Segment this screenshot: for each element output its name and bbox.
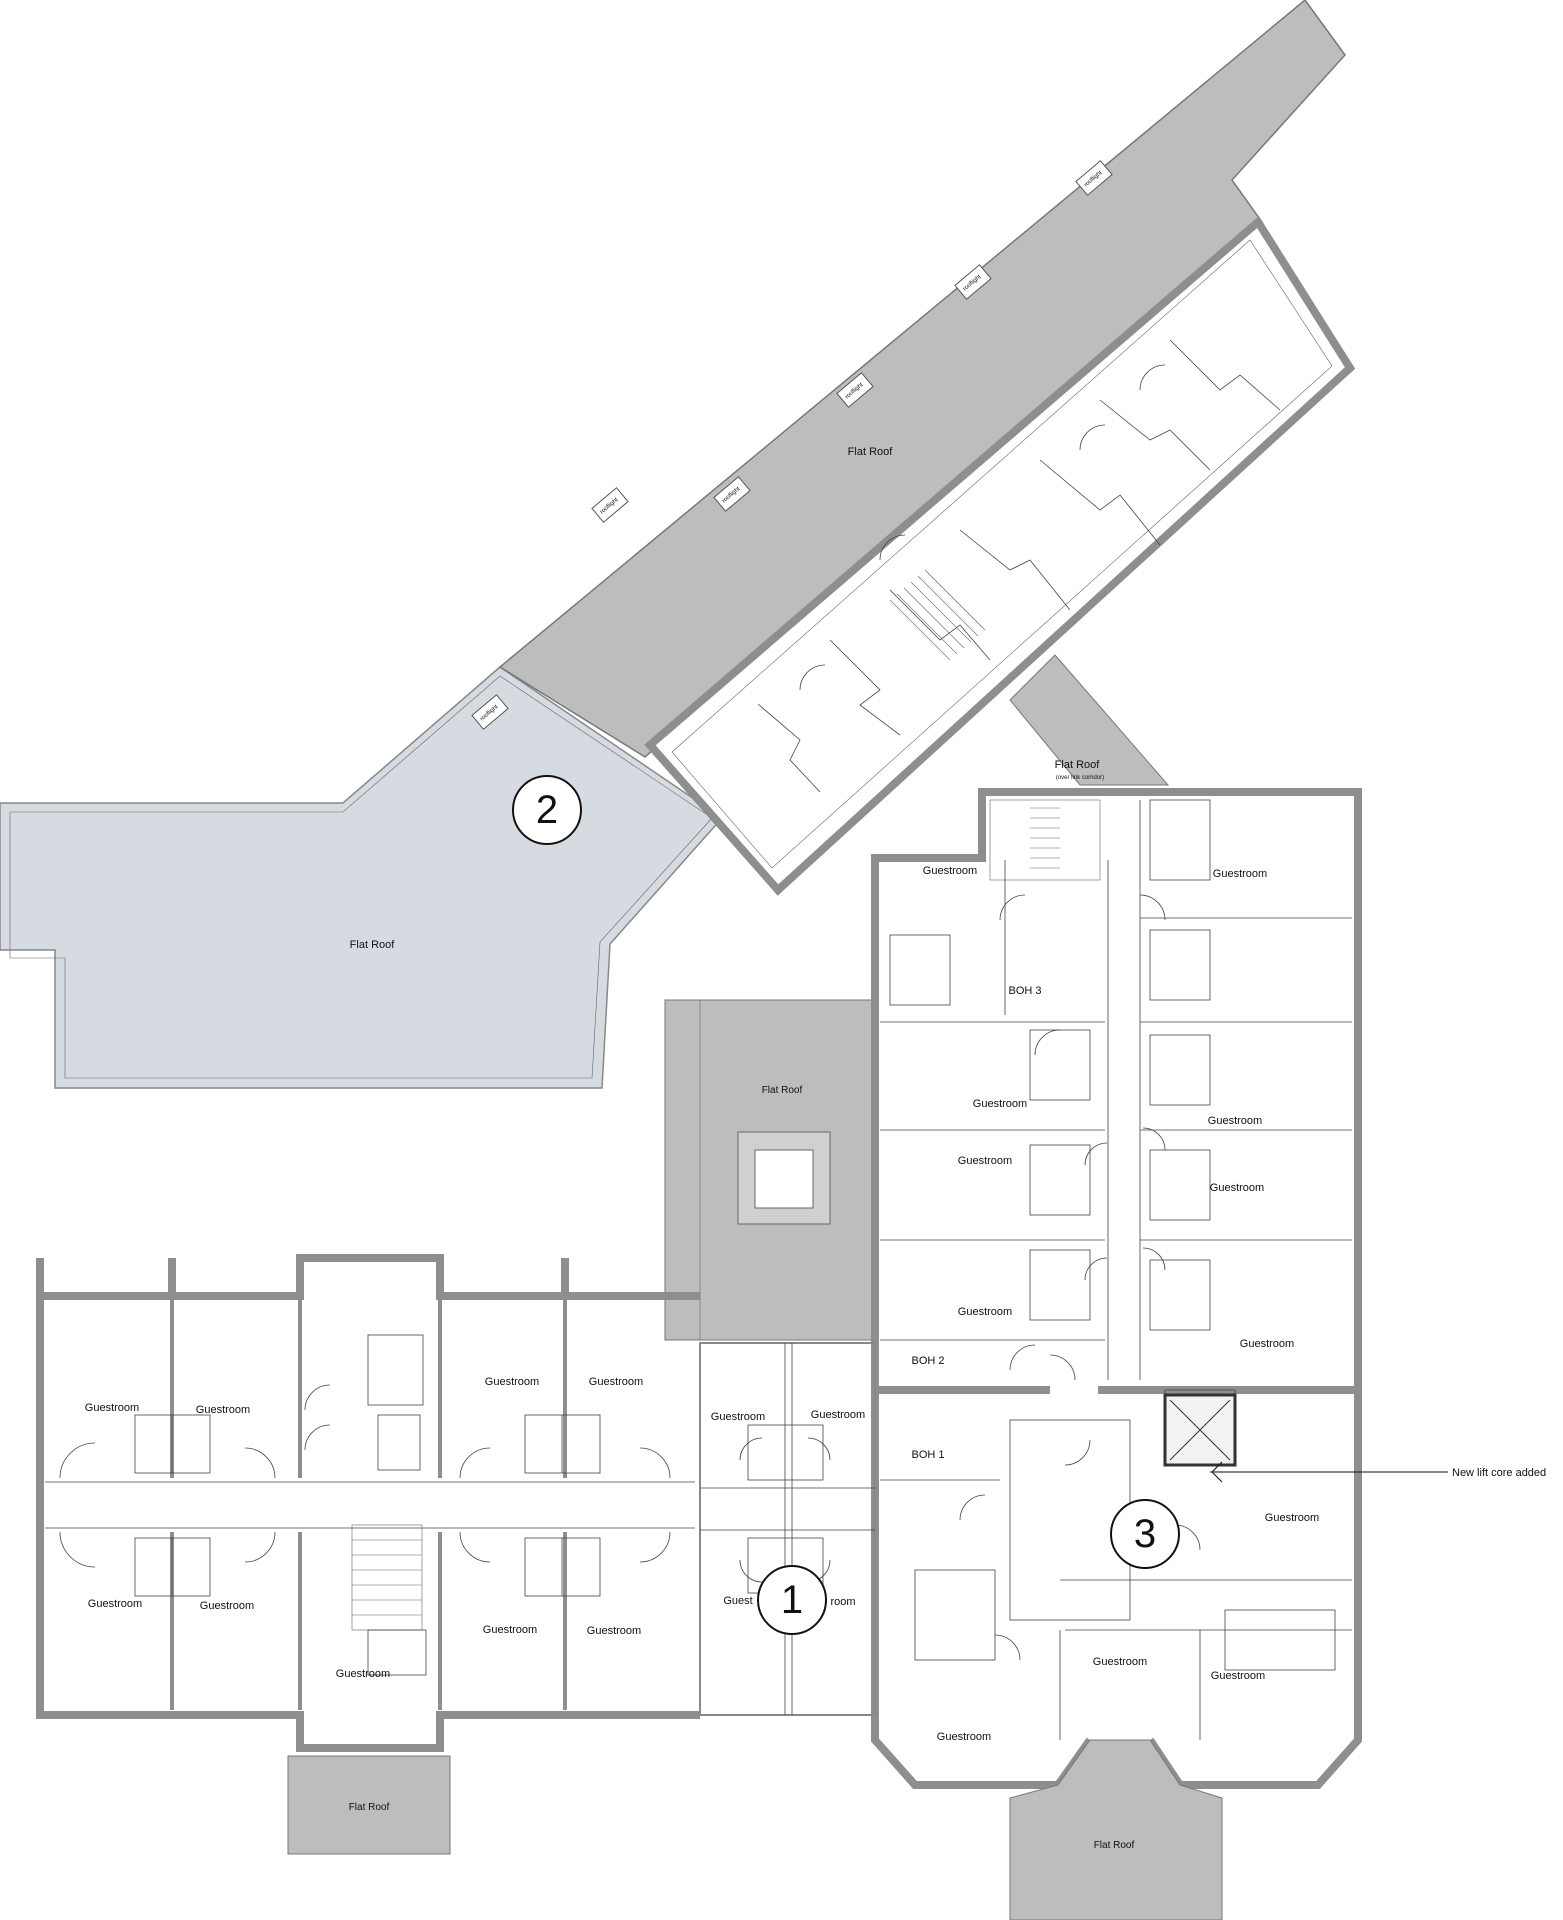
flat-roof-label: Flat Roof — [349, 1802, 390, 1813]
diagonal-wing-building — [644, 215, 1356, 896]
room-label: Guestroom — [483, 1624, 537, 1636]
room-label: Guestroom — [958, 1306, 1012, 1318]
room-label: BOH 2 — [911, 1355, 944, 1367]
flat-roof-label: Flat Roof — [1094, 1840, 1135, 1851]
flat-roof-label: Flat Roof — [1055, 759, 1101, 771]
room-label: Guestroom — [200, 1600, 254, 1612]
marker-2: 2 — [512, 775, 582, 845]
marker-1: 1 — [757, 1565, 827, 1635]
room-label: Guestroom — [88, 1598, 142, 1610]
flat-roof-label: Flat Roof — [848, 446, 894, 458]
room-label: Guestroom — [587, 1625, 641, 1637]
room-label: Guestroom — [1211, 1670, 1265, 1682]
flat-roof-label: Flat Roof — [762, 1085, 803, 1096]
room-label: Guestroom — [973, 1098, 1027, 1110]
flat-roof-south-bay — [1009, 1739, 1223, 1920]
room-label: Guestroom — [589, 1376, 643, 1388]
flat-roof-west-area — [0, 666, 724, 1089]
room-label: Guestroom — [1093, 1656, 1147, 1668]
room-label: BOH 3 — [1008, 985, 1041, 997]
room-label: Guestroom — [485, 1376, 539, 1388]
lift-note: New lift core added — [1452, 1467, 1546, 1479]
room-label: Guestroom — [336, 1668, 390, 1680]
flat-roof-label: Flat Roof — [350, 939, 396, 951]
flat-roof-diagonal-wing — [498, 0, 1346, 758]
marker-1-label: 1 — [781, 1578, 803, 1622]
marker-3: 3 — [1110, 1499, 1180, 1569]
room-labels: Guestroom Guestroom BOH 3 Guestroom Gues… — [85, 865, 1319, 1743]
rooflights — [471, 160, 1113, 730]
room-label: Guestroom — [937, 1731, 991, 1743]
room-label: Guestroom — [923, 865, 977, 877]
central-link-building — [699, 1342, 876, 1716]
room-label: Guest — [723, 1595, 752, 1607]
flat-roof-west-bay — [287, 1755, 451, 1855]
east-building — [871, 788, 1362, 1789]
room-label: Guestroom — [1265, 1512, 1319, 1524]
room-label: Guestroom — [196, 1404, 250, 1416]
west-building — [36, 1254, 700, 1752]
room-label: Guestroom — [958, 1155, 1012, 1167]
flat-roof-sublabel: (over link corridor) — [1056, 775, 1104, 781]
marker-2-label: 2 — [536, 788, 558, 832]
room-label: room — [830, 1596, 855, 1608]
room-label: Guestroom — [1213, 868, 1267, 880]
room-label: Guestroom — [85, 1402, 139, 1414]
room-label: Guestroom — [711, 1411, 765, 1423]
room-label: Guestroom — [811, 1409, 865, 1421]
flat-roof-link-corridor — [1009, 654, 1170, 786]
room-label: Guestroom — [1240, 1338, 1294, 1350]
room-label: Guestroom — [1208, 1115, 1262, 1127]
room-label: BOH 1 — [911, 1449, 944, 1461]
marker-3-label: 3 — [1134, 1512, 1156, 1556]
room-label: Guestroom — [1210, 1182, 1264, 1194]
